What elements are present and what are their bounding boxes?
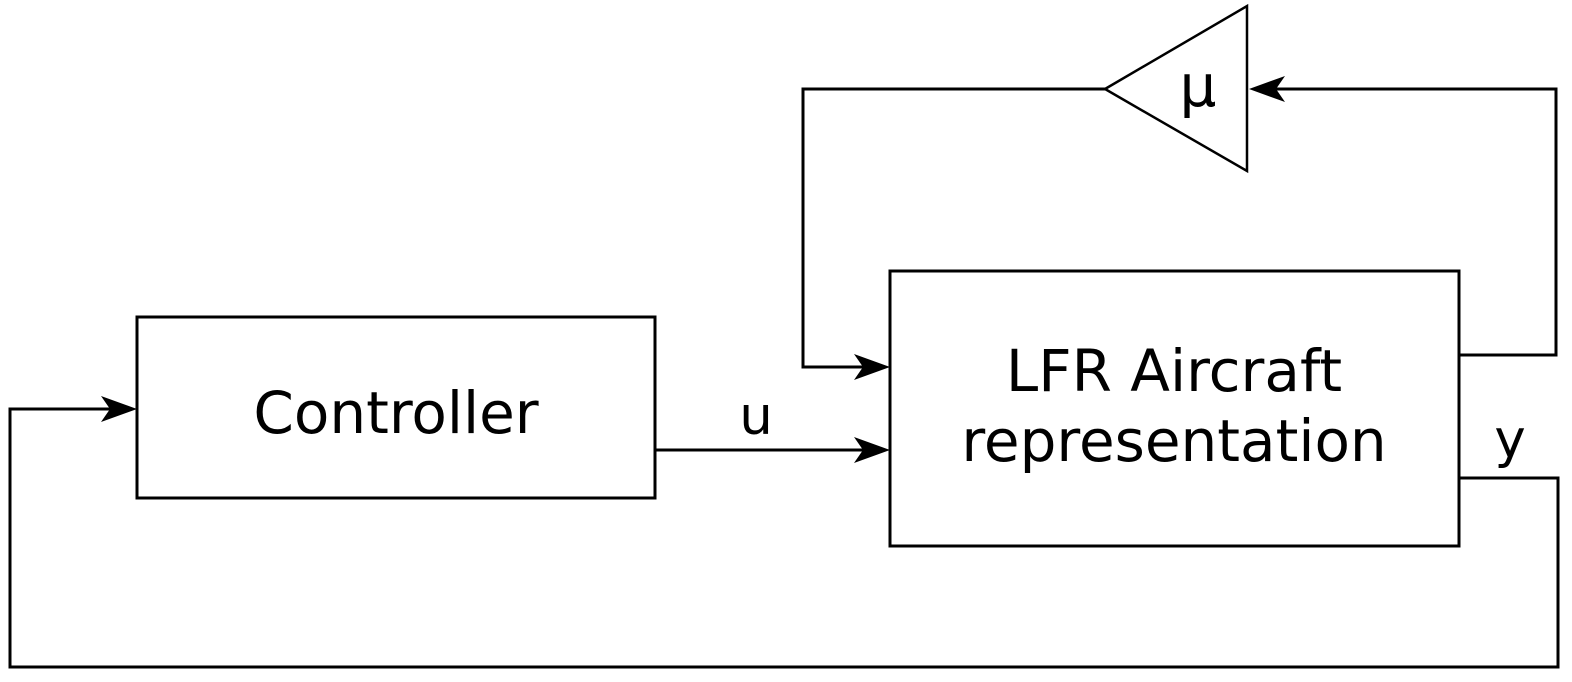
- arrowhead-into-gain: [1249, 76, 1285, 102]
- arrowhead-into-plant-upper: [854, 354, 890, 380]
- controller-label: Controller: [253, 379, 538, 447]
- controller-block: [135, 315, 657, 500]
- signal-u-label: u: [739, 386, 773, 447]
- signal-y-label: y: [1494, 409, 1525, 470]
- arrowhead-into-controller: [101, 396, 137, 422]
- gain-label: μ: [1180, 52, 1217, 120]
- wire-gain-to-plant: [801, 87, 1105, 369]
- gain-triangle: [1102, 3, 1249, 174]
- plant-block: [888, 269, 1461, 548]
- arrowhead-into-plant-lower: [854, 437, 890, 463]
- wire-output-feedback: [8, 407, 1560, 669]
- plant-label-line1: LFR Aircraft: [1006, 337, 1342, 405]
- plant-label-line2: representation: [961, 407, 1386, 475]
- wire-plant-to-gain: [1276, 87, 1558, 357]
